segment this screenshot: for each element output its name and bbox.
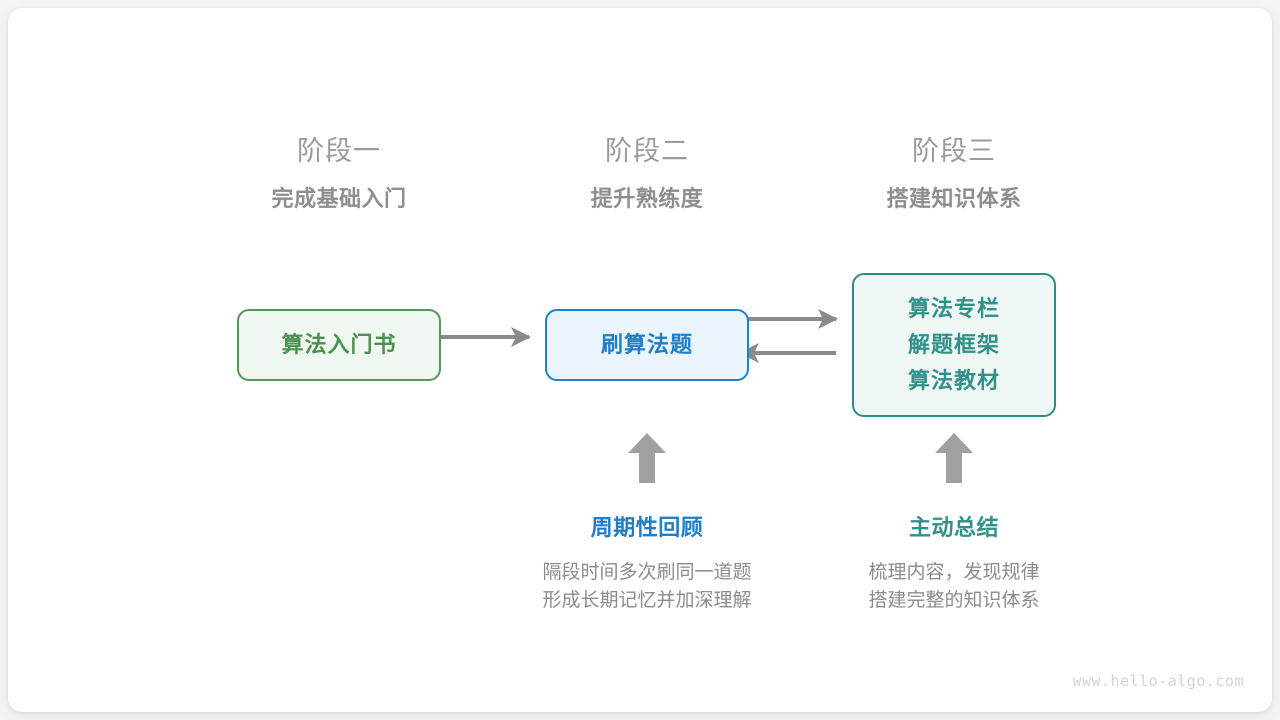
node-label: 刷算法题 (600, 332, 693, 357)
note-summary: 主动总结 梳理内容，发现规律 搭建完整的知识体系 (804, 513, 1104, 615)
up-arrow-icon-review (628, 433, 666, 483)
node-label: 算法专栏 (907, 296, 1000, 321)
stage-subtitle: 完成基础入门 (271, 186, 407, 211)
stage-header-3: 阶段三 搭建知识体系 (804, 134, 1104, 214)
up-arrow-icon-summary (935, 433, 973, 483)
stage-header-2: 阶段二 提升熟练度 (497, 134, 797, 214)
stage-header-1: 阶段一 完成基础入门 (189, 134, 489, 214)
node-label: 解题框架 (907, 332, 1000, 357)
stage-subtitle: 提升熟练度 (590, 186, 704, 211)
node-label: 算法入门书 (281, 332, 397, 357)
note-description-line: 形成长期记忆并加深理解 (542, 590, 752, 611)
note-title: 主动总结 (908, 515, 999, 540)
note-description: 梳理内容，发现规律 搭建完整的知识体系 (804, 559, 1104, 615)
stage-subtitle: 搭建知识体系 (886, 186, 1022, 211)
watermark: www.hello-algo.com (1072, 672, 1244, 690)
stage-title: 阶段二 (605, 136, 689, 166)
note-description-line: 隔段时间多次刷同一道题 (542, 562, 752, 583)
note-title: 周期性回顾 (590, 515, 704, 540)
stage-title: 阶段一 (297, 136, 381, 166)
note-description-line: 搭建完整的知识体系 (868, 590, 1040, 611)
node-practice-problems[interactable]: 刷算法题 (545, 309, 749, 381)
note-review: 周期性回顾 隔段时间多次刷同一道题 形成长期记忆并加深理解 (497, 513, 797, 615)
diagram-card: 阶段一 完成基础入门 阶段二 提升熟练度 阶段三 搭建知识体系 (8, 8, 1272, 712)
node-label: 算法教材 (907, 368, 1000, 393)
node-intro-book[interactable]: 算法入门书 (237, 309, 441, 381)
node-knowledge-system[interactable]: 算法专栏 解题框架 算法教材 (852, 273, 1056, 417)
stage-title: 阶段三 (912, 136, 996, 166)
note-description: 隔段时间多次刷同一道题 形成长期记忆并加深理解 (497, 559, 797, 615)
note-description-line: 梳理内容，发现规律 (868, 562, 1040, 583)
